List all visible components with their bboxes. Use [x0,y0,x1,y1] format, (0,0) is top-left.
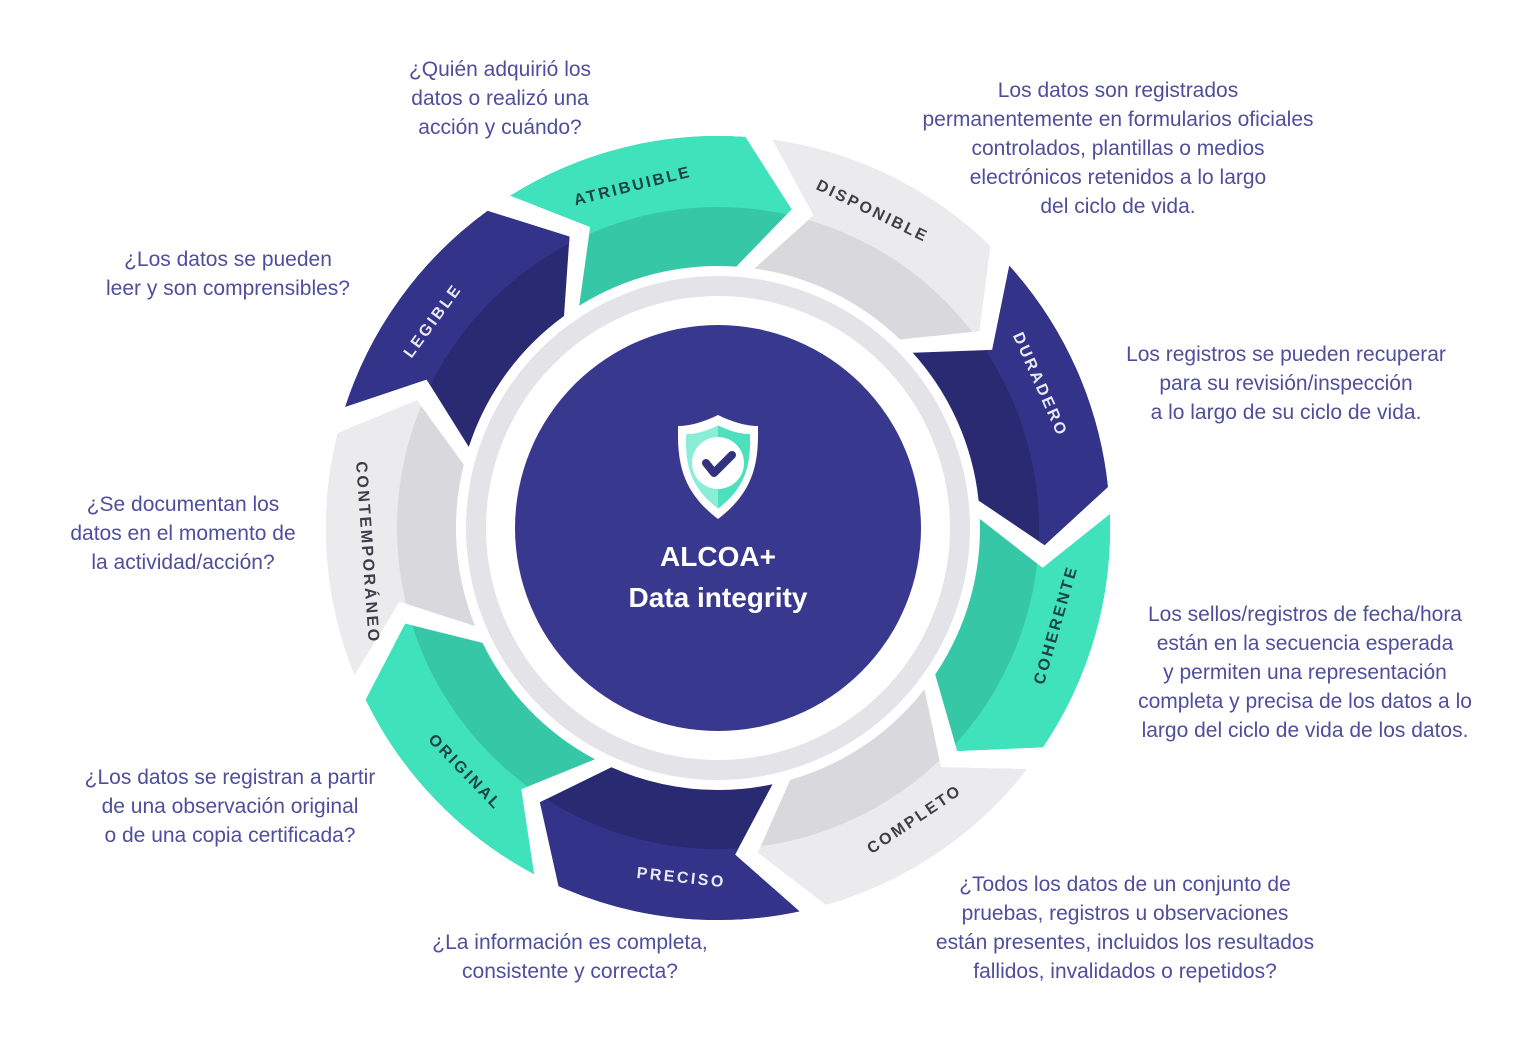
note-duradero: Los registros se pueden recuperar para s… [1126,343,1446,424]
note-completo: ¿Todos los datos de un conjunto de prueb… [935,873,1315,983]
note-disponible: Los datos son registrados permanentement… [922,79,1314,218]
shield-check-icon [678,415,758,519]
note-preciso: ¿La información es completa, consistente… [432,931,708,983]
center-circle [515,325,921,731]
note-original: ¿Los datos se registran a partir de una … [84,766,376,847]
center-title-line2: Data integrity [628,582,808,613]
note-legible: ¿Los datos se pueden leer y son comprens… [106,248,350,300]
segment-highlight-contemporaneo [325,400,476,675]
segment-highlight-preciso [539,767,800,920]
note-coherente: Los sellos/registros de fecha/hora están… [1138,603,1472,742]
note-contemporaneo: ¿Se documentan los datos en el momento d… [70,493,296,574]
shield-badge-circle [692,437,744,489]
hub-track-ring [466,276,970,780]
center-title-line1: ALCOA+ [660,541,776,572]
note-atribuible: ¿Quién adquirió los datos o realizó una … [408,58,592,139]
check-icon [702,451,736,477]
segment-highlight-atribuible [510,136,792,306]
center-title: ALCOA+ Data integrity [543,536,893,618]
